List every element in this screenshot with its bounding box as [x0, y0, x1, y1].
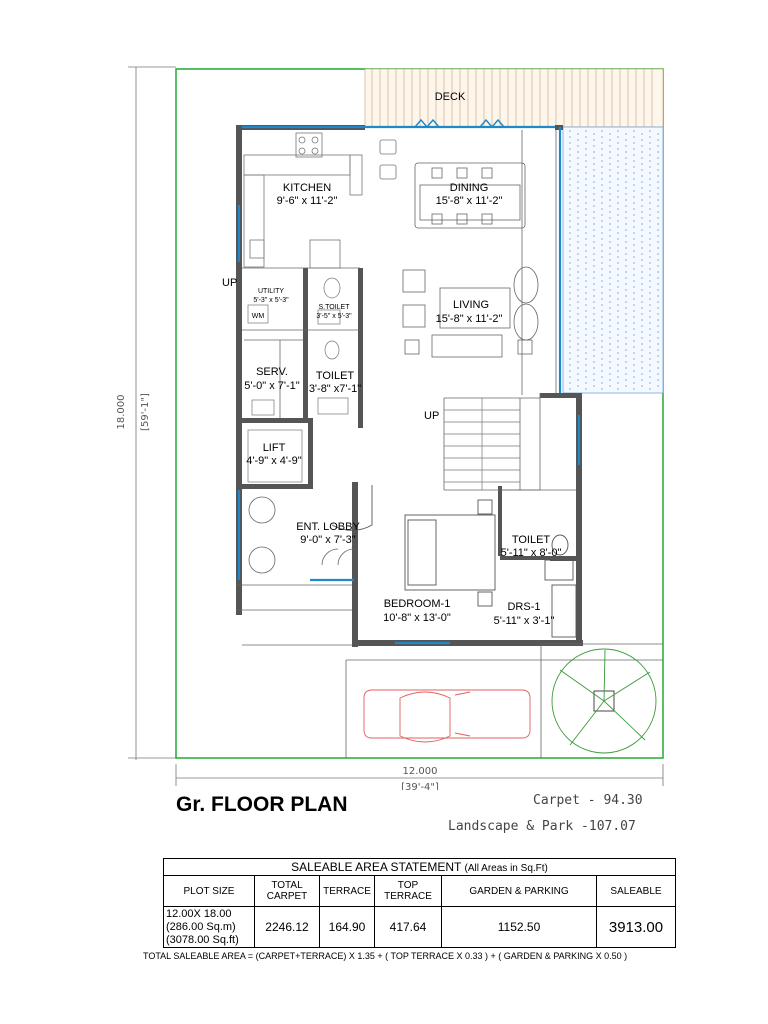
drs-size: 5'-11" x 3'-1" [494, 615, 555, 627]
saleable-formula: TOTAL SALEABLE AREA = (CARPET+TERRACE) X… [143, 951, 628, 961]
plan-title: Gr. FLOOR PLAN [176, 793, 348, 816]
header-plot-size: PLOT SIZE [163, 875, 255, 907]
bedroom-label: BEDROOM-1 [384, 598, 451, 610]
toilet-2-size: 5'-11" x 8'-0" [501, 547, 562, 559]
service-fixtures [247, 277, 349, 483]
saleable-area-table: SALEABLE AREA STATEMENT (All Areas in Sq… [163, 858, 676, 948]
kitchen-size: 9'-6" x 11'-2" [277, 195, 338, 207]
horizontal-dimension: 12.000 [403, 766, 438, 777]
total-carpet-value: 2246.12 [254, 906, 320, 948]
table-title-note: (All Areas in Sq.Ft) [464, 863, 548, 874]
drs-label: DRS-1 [507, 601, 540, 613]
kitchen-label: KITCHEN [283, 182, 331, 194]
ent-lobby-label: ENT. LOBBY [296, 521, 360, 533]
landscape-area-note: Landscape & Park -107.07 [448, 819, 636, 834]
living-label: LIVING [453, 299, 489, 311]
s-toilet-label: S.TOILET [319, 304, 351, 311]
plot-size-dimensions: 12.00X 18.00 [166, 907, 232, 920]
staircase [444, 398, 520, 490]
dining-size: 15'-8" x 11'-2" [436, 195, 503, 207]
utility-label: UTILITY [258, 288, 284, 295]
plot-size-sqm: (286.00 Sq.m) [166, 920, 236, 933]
vertical-dimension-ft: [59'-1"] [140, 393, 151, 431]
ent-lobby-size: 9'-0" x 7'-3" [300, 534, 356, 546]
deck-label: DECK [435, 91, 466, 103]
header-top-terrace: TOP TERRACE [374, 875, 442, 907]
table-title: SALEABLE AREA STATEMENT [291, 860, 462, 874]
kitchen-counter [243, 132, 397, 269]
deck-area [364, 68, 664, 128]
toilet-1-label: TOILET [316, 370, 355, 382]
bedroom-size: 10'-8" x 13'-0" [383, 612, 451, 624]
living-size: 15'-8" x 11'-2" [436, 313, 503, 325]
wm-label: WM [252, 313, 265, 320]
s-toilet-size: 3'-5" x 5'-3" [316, 313, 352, 320]
stair-up-label-1: UP [222, 277, 237, 289]
car-outline [363, 689, 531, 743]
header-terrace: TERRACE [319, 875, 375, 907]
carpet-area-note: Carpet - 94.30 [533, 793, 643, 808]
sliding-door [414, 118, 505, 129]
interior-lines [236, 130, 663, 758]
utility-size: 5'-3" x 5'-3" [253, 297, 289, 304]
bedroom-furniture [331, 485, 577, 638]
header-saleable: SALEABLE [596, 875, 676, 907]
garden-parking-value: 1152.50 [441, 906, 597, 948]
lobby-chairs [248, 496, 355, 574]
terrace-value: 164.90 [319, 906, 375, 948]
top-terrace-value: 417.64 [374, 906, 442, 948]
plot-size-cell: 12.00X 18.00 (286.00 Sq.m) (3078.00 Sq.f… [163, 906, 255, 948]
header-garden-parking: GARDEN & PARKING [441, 875, 597, 907]
dining-label: DINING [450, 182, 489, 194]
vertical-dimension: 18.000 [116, 395, 127, 430]
saleable-value: 3913.00 [596, 906, 676, 948]
plot-size-sqft: (3078.00 Sq.ft) [166, 933, 239, 946]
serv-label: SERV. [256, 366, 288, 378]
living-furniture [402, 266, 539, 358]
serv-size: 5'-0" x 7'-1" [244, 380, 300, 392]
glazing [237, 125, 581, 645]
pool-area [562, 126, 664, 394]
horizontal-dimension-ft: [39'-4"] [401, 782, 439, 790]
toilet-1-size: 3'-8" x7'-1" [309, 383, 361, 395]
header-total-carpet: TOTAL CARPET [254, 875, 320, 907]
dimension-lines [128, 66, 664, 786]
stair-up-label-2: UP [424, 410, 439, 422]
table-caption: SALEABLE AREA STATEMENT (All Areas in Sq… [163, 858, 676, 876]
tree-symbol [551, 648, 657, 754]
floor-plan-drawing: 18.000 [59'-1"] 12.000 [39'-4"] DECK KIT… [116, 66, 664, 790]
lift-size: 4'-9" x 4'-9" [246, 455, 302, 467]
toilet-2-label: TOILET [512, 534, 551, 546]
dining-table [414, 162, 526, 229]
lift-label: LIFT [263, 442, 286, 454]
